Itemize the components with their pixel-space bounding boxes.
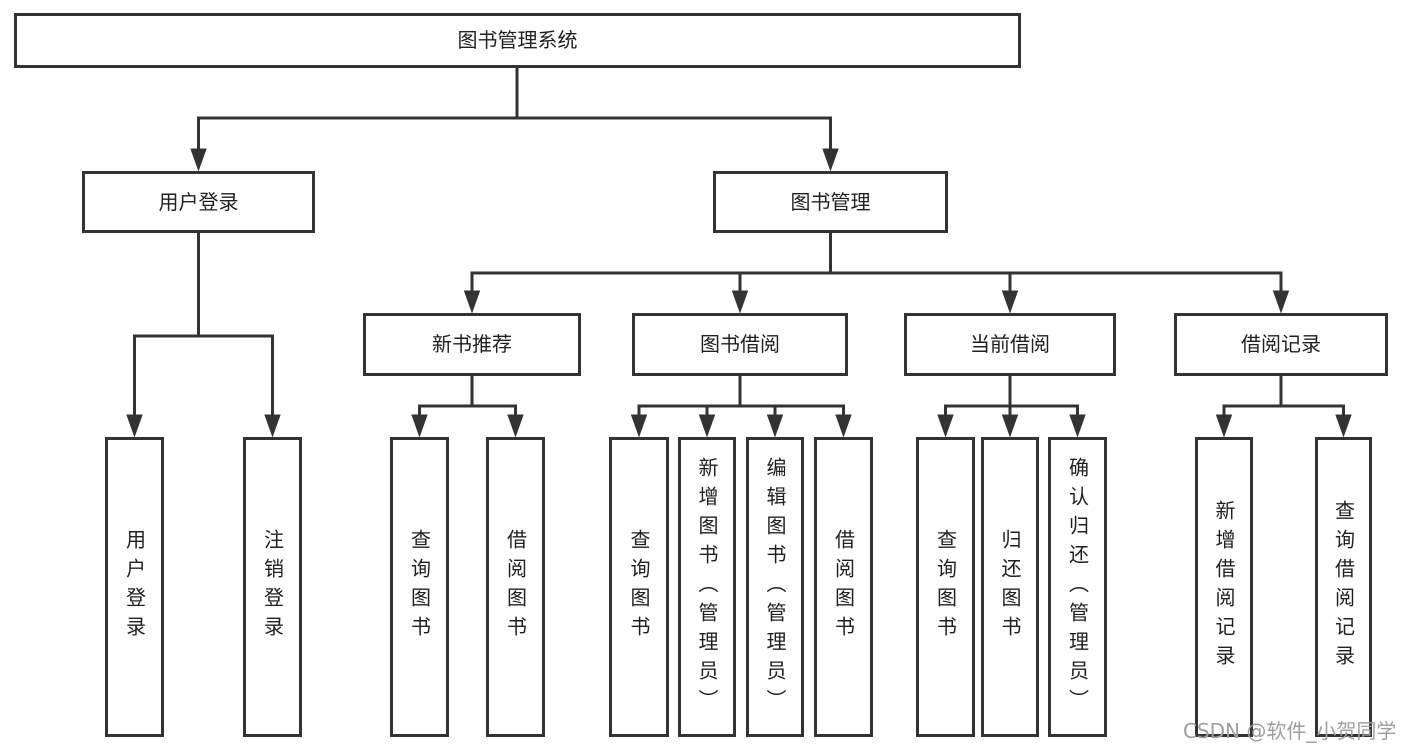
node-current-borrow-label: 当前借阅 [970,332,1050,356]
node-root: 图书管理系统 [14,13,1021,68]
node-br-add-record-label: 新增借阅记录 [1212,500,1236,674]
node-cb-confirm-return-admin: 确认归还（管理员） [1048,437,1107,737]
node-user-login-label: 用户登录 [158,189,239,214]
node-cb-confirm-return-admin-label: 确认归还（管理员） [1065,456,1090,718]
node-br-query-record: 查询借阅记录 [1315,437,1372,737]
node-nb-borrow-books-label: 借阅图书 [503,529,528,645]
node-br-query-record-label: 查询借阅记录 [1331,500,1356,674]
node-new-book-recommend: 新书推荐 [363,313,581,376]
node-cb-return-books-label: 归还图书 [998,529,1022,645]
node-br-add-record: 新增借阅记录 [1195,437,1253,737]
node-bb-add-books-admin: 新增图书（管理员） [678,437,736,737]
node-logout-label: 注销登录 [260,529,285,645]
node-cb-query-books: 查询图书 [916,437,975,737]
node-current-borrow: 当前借阅 [904,313,1116,376]
node-book-management: 图书管理 [713,171,948,233]
node-bb-edit-books-admin: 编辑图书（管理员） [746,437,804,737]
node-book-management-label: 图书管理 [790,189,871,214]
node-bb-borrow-books-label: 借阅图书 [831,529,856,645]
node-nb-query-books-label: 查询图书 [407,529,432,645]
node-borrow-records-label: 借阅记录 [1241,332,1321,356]
node-bb-edit-books-admin-label: 编辑图书（管理员） [763,456,787,718]
node-logout: 注销登录 [243,437,302,737]
node-login-user-label: 用户登录 [122,529,147,645]
node-root-label: 图书管理系统 [457,28,578,52]
node-new-book-recommend-label: 新书推荐 [432,332,512,356]
node-user-login: 用户登录 [82,171,315,233]
node-nb-query-books: 查询图书 [390,437,449,737]
node-bb-query-books-label: 查询图书 [627,529,651,645]
node-login-user: 用户登录 [105,437,164,737]
node-book-borrow: 图书借阅 [632,313,848,376]
node-bb-add-books-admin-label: 新增图书（管理员） [695,456,719,718]
watermark-text: CSDN @软件_小贺同学 [1183,719,1397,743]
node-nb-borrow-books: 借阅图书 [486,437,545,737]
node-book-borrow-label: 图书借阅 [700,332,780,356]
node-bb-query-books: 查询图书 [609,437,669,737]
node-bb-borrow-books: 借阅图书 [814,437,873,737]
node-borrow-records: 借阅记录 [1174,313,1388,376]
node-cb-return-books: 归还图书 [981,437,1039,737]
node-cb-query-books-label: 查询图书 [933,529,958,645]
